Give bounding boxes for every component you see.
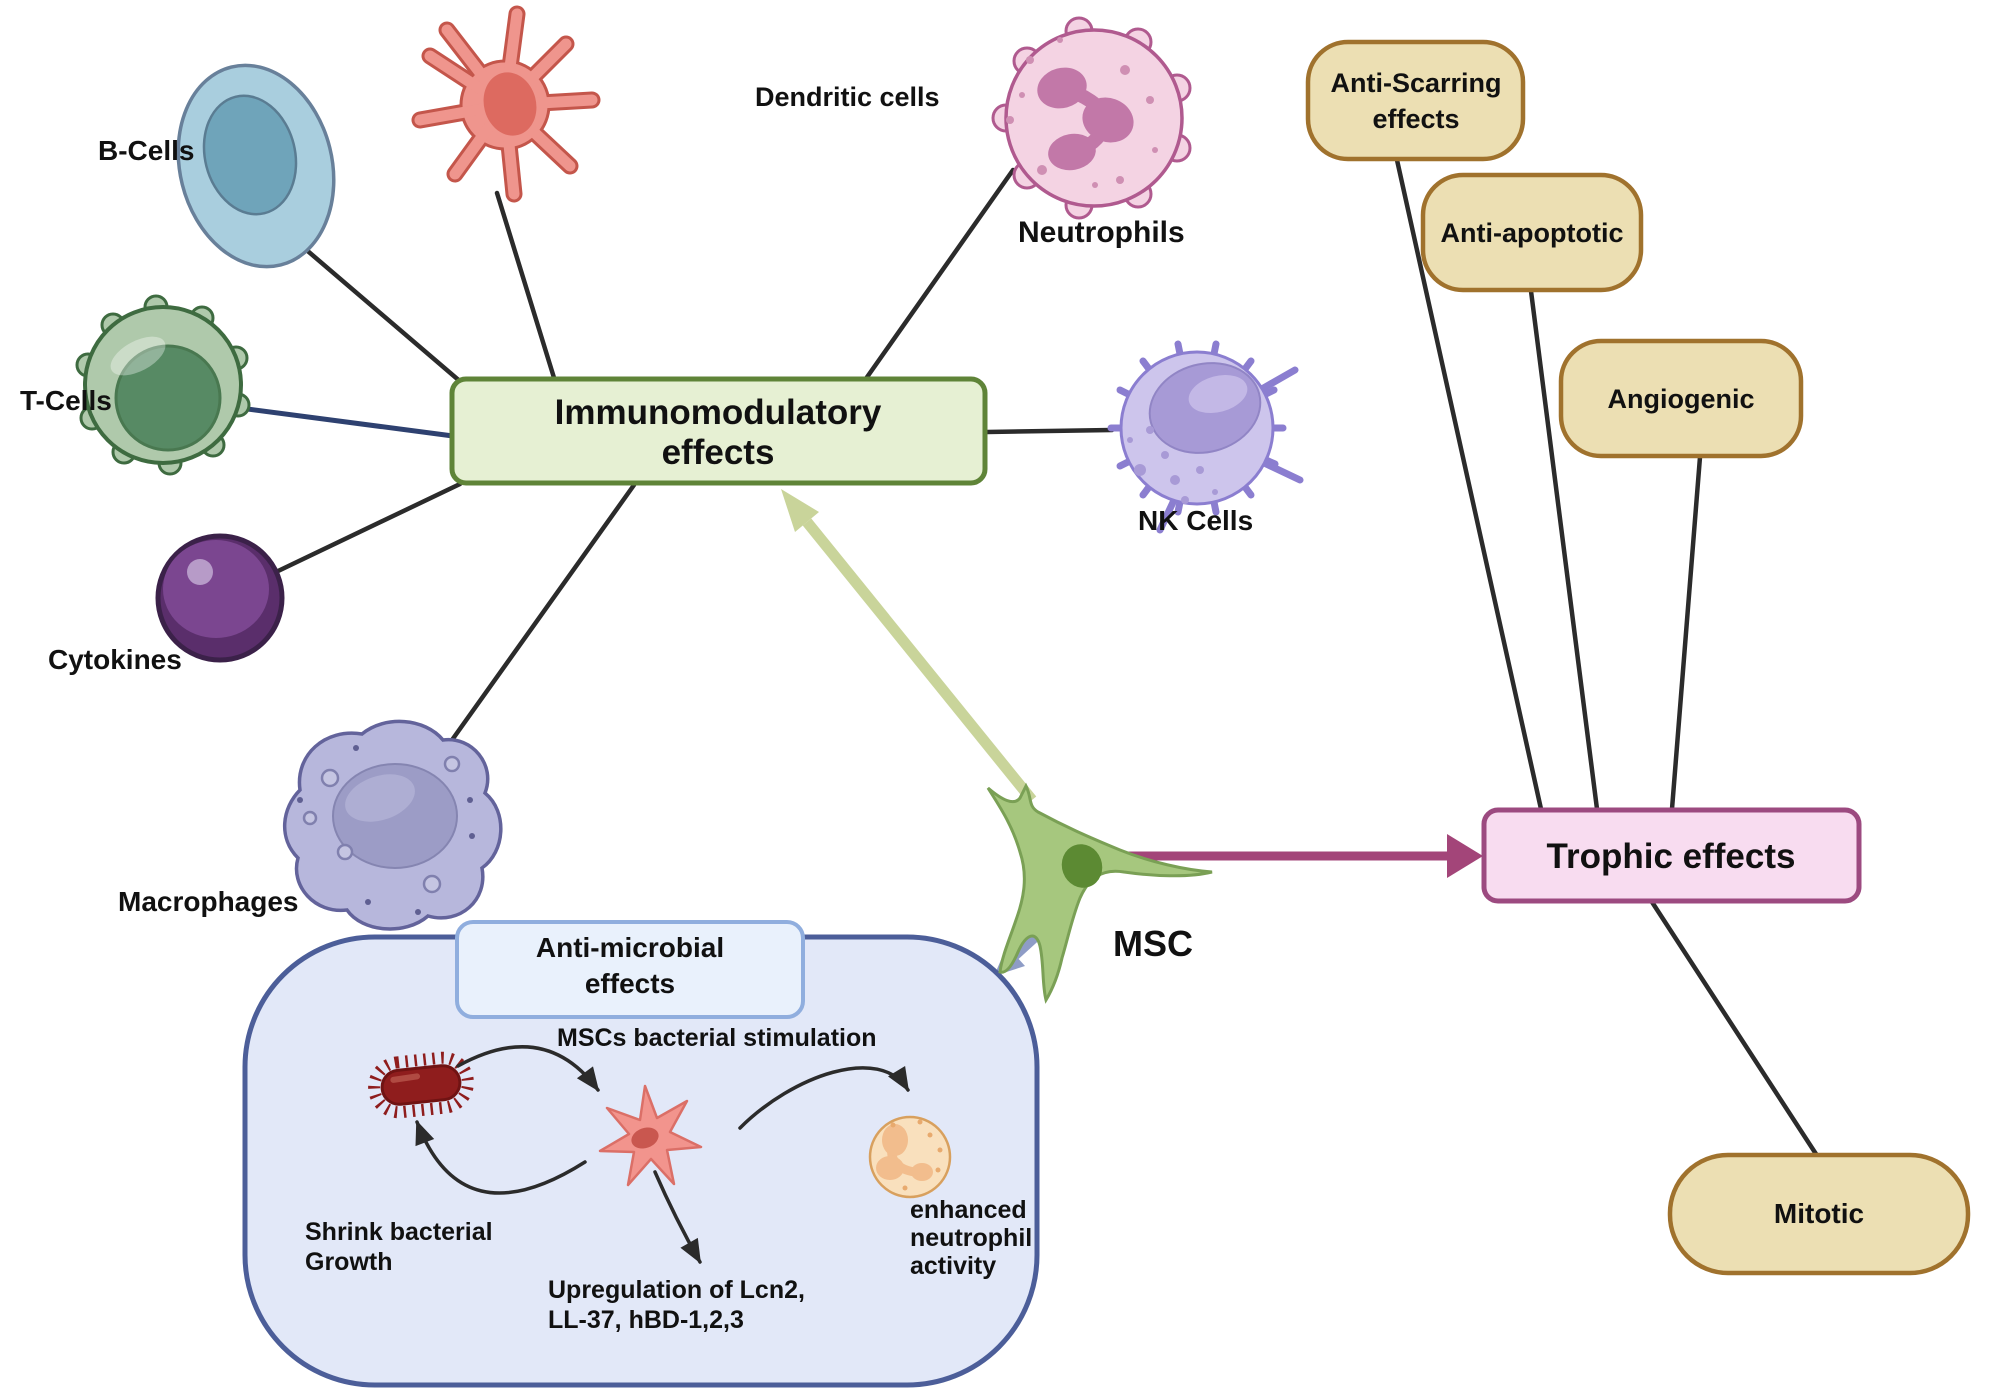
- upregulation-label-line1: Upregulation of Lcn2,: [548, 1276, 805, 1304]
- connector-nk-immuno: [984, 427, 1115, 435]
- nk-cell-illustration: [1107, 340, 1304, 534]
- anti-scarring-label-line2: effects: [1372, 104, 1459, 134]
- mitotic-label: Mitotic: [1774, 1198, 1864, 1229]
- cytokines-label: Cytokines: [48, 644, 182, 675]
- enhanced-neutrophil-label-line3: activity: [910, 1252, 996, 1280]
- bacterium-illustration: [368, 1051, 474, 1119]
- connector-mitotic-trophic: [1649, 899, 1819, 1157]
- connector-dendritic-immuno: [494, 190, 558, 384]
- connector-neutrophils-immuno: [862, 167, 1016, 383]
- macrophages-label: Macrophages: [118, 886, 299, 917]
- trophic-box: Trophic effects: [1481, 807, 1862, 904]
- anti-apoptotic-label: Anti-apoptotic: [1441, 218, 1624, 248]
- anti-apoptotic-pill: Anti-apoptotic: [1420, 172, 1644, 293]
- antimicrobial-title-line2: effects: [585, 968, 675, 999]
- anti-scarring-pill: Anti-Scarring effects: [1305, 39, 1526, 162]
- immunomodulatory-box-label-line2: effects: [662, 433, 775, 472]
- t-cell-illustration: [75, 294, 251, 476]
- mini-msc-illustration: [598, 1084, 703, 1187]
- msc-to-immuno-arrow: [781, 489, 1037, 804]
- cytokines-illustration: [155, 533, 285, 663]
- arrow-msc-to-upregulation: [653, 1170, 702, 1264]
- angiogenic-label: Angiogenic: [1608, 384, 1755, 414]
- b-cells-label: B-Cells: [98, 135, 194, 166]
- msc-cell-illustration: [986, 782, 1213, 1004]
- t-cells-label: T-Cells: [20, 385, 112, 416]
- immuno-connectors: [237, 167, 1115, 743]
- anti-scarring-label-line1: Anti-Scarring: [1330, 68, 1501, 98]
- antimicrobial-title-box: Anti-microbial effects: [455, 920, 805, 1019]
- arrow-msc-to-neutrophil: [738, 1066, 910, 1130]
- neutrophil-illustration: [991, 16, 1192, 220]
- shrink-bacterial-label-line2: Growth: [305, 1248, 393, 1276]
- antimicrobial-flow-arrows: [415, 1045, 910, 1264]
- b-cell-illustration: [176, 63, 336, 269]
- arrow-bacterium-to-msc: [456, 1045, 600, 1092]
- connector-macrophages-immuno: [449, 482, 637, 743]
- trophic-connectors: [1394, 157, 1819, 1157]
- trophic-box-label: Trophic effects: [1547, 837, 1796, 876]
- shrink-bacterial-label-line1: Shrink bacterial: [305, 1218, 493, 1246]
- immunomodulatory-box-label-line1: Immunomodulatory: [555, 393, 882, 432]
- connector-antiapoptotic-trophic: [1528, 288, 1600, 812]
- small-neutrophil-illustration: [868, 1115, 952, 1199]
- immunomodulatory-box: Immunomodulatory effects: [449, 376, 988, 486]
- enhanced-neutrophil-label-line1: enhanced: [910, 1196, 1027, 1224]
- antimicrobial-title-line1: Anti-microbial: [536, 932, 724, 963]
- connector-antiscarring-trophic: [1394, 157, 1544, 812]
- msc-to-trophic-arrow: [1122, 834, 1483, 878]
- angiogenic-pill: Angiogenic: [1558, 338, 1804, 459]
- connector-angiogenic-trophic: [1669, 454, 1703, 812]
- mitotic-pill: Mitotic: [1667, 1152, 1971, 1276]
- dendritic-cells-label: Dendritic cells: [755, 82, 940, 112]
- enhanced-neutrophil-label-line2: neutrophil: [910, 1224, 1032, 1252]
- neutrophils-label: Neutrophils: [1018, 216, 1185, 249]
- connector-tcells-immuno: [237, 405, 456, 439]
- msc-bacterial-stimulation-label: MSCs bacterial stimulation: [557, 1024, 877, 1052]
- connector-bcells-immuno: [300, 244, 465, 386]
- nk-cells-label: NK Cells: [1138, 505, 1253, 536]
- dendritic-cell-illustration: [411, 5, 601, 203]
- msc-label: MSC: [1113, 923, 1193, 964]
- green-arrowhead-icon: [781, 489, 819, 532]
- arrow-msc-to-bacterium: [415, 1120, 587, 1195]
- macrophage-illustration: [283, 719, 503, 931]
- magenta-arrowhead-icon: [1447, 834, 1483, 878]
- upregulation-label-line2: LL-37, hBD-1,2,3: [548, 1306, 744, 1334]
- connector-cytokines-immuno: [273, 481, 463, 575]
